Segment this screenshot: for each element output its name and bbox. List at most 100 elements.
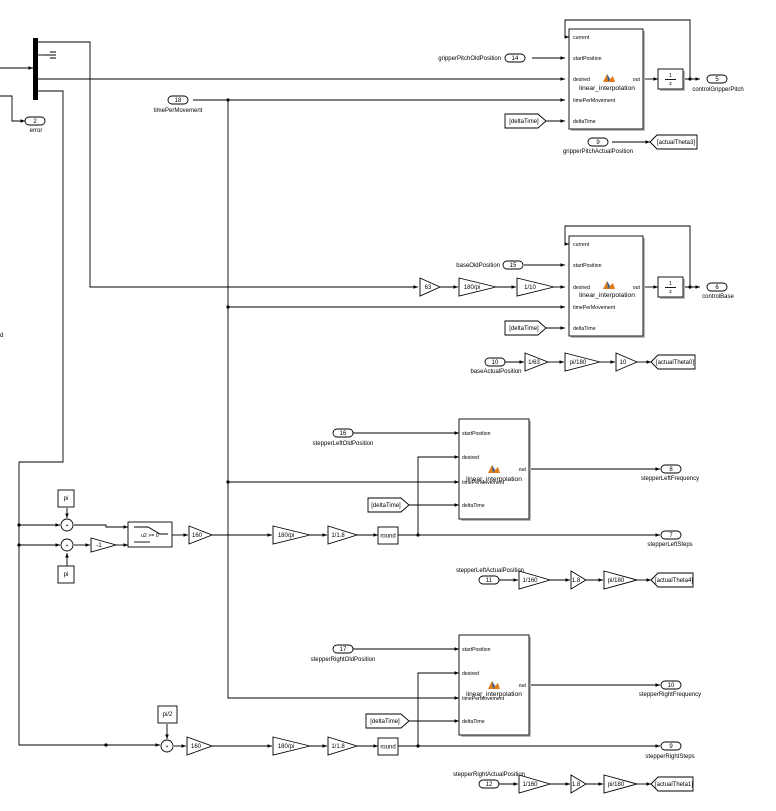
- signal-lines: [0, 19, 700, 786]
- inport-time-per-movement[interactable]: 18 timePerMovement: [154, 95, 203, 114]
- gain-1-over-160-right[interactable]: 1/160: [518, 774, 552, 794]
- from-delta-time-4[interactable]: [deltaTime]: [365, 713, 410, 729]
- inport-label: stepperRightOldPosition: [311, 657, 376, 663]
- gain-minus-one[interactable]: -1: [90, 537, 118, 553]
- constant-pi-over-2[interactable]: pi/2: [157, 705, 178, 724]
- function-title: linear_interpolation: [579, 292, 635, 299]
- svg-text:14: 14: [512, 56, 519, 62]
- inport-stepper-right-actual-position[interactable]: 12 stepperRightActualPosition: [453, 772, 525, 789]
- outport-stepper-left-frequency[interactable]: 8 stepperLeftFrequency: [641, 464, 699, 482]
- svg-text:[deltaTime]: [deltaTime]: [509, 119, 539, 125]
- gain-1-over-1-8-left[interactable]: 1/1.8: [327, 525, 359, 545]
- gain-1-over-63[interactable]: 1/63: [524, 352, 550, 372]
- from-delta-time-1[interactable]: [deltaTime]: [504, 113, 547, 129]
- svg-text:[deltaTime]: [deltaTime]: [509, 326, 539, 332]
- outport-stepper-right-steps[interactable]: 9 stepperRightSteps: [645, 741, 695, 760]
- outport-control-base[interactable]: 6 controlBase: [702, 282, 735, 300]
- gain-180-over-pi-left[interactable]: 180/pi: [272, 525, 311, 545]
- goto-actual-theta4[interactable]: [actualTheta4]: [650, 572, 694, 588]
- demux-bar[interactable]: [33, 38, 38, 100]
- svg-text:15: 15: [510, 263, 517, 269]
- linear-interpolation-base[interactable]: current startPosition desired timePerMov…: [568, 235, 645, 338]
- outport-stepper-right-frequency[interactable]: 10 stepperRightFrequency: [639, 680, 701, 698]
- gain-1-8-right[interactable]: 1.8: [570, 774, 587, 794]
- gain-160-left[interactable]: 160: [188, 525, 214, 545]
- gain-160-right[interactable]: 160: [186, 736, 214, 756]
- svg-text:desired: desired: [462, 671, 479, 677]
- from-delta-time-2[interactable]: [deltaTime]: [504, 320, 547, 336]
- svg-text:1: 1: [669, 73, 672, 79]
- outport-label: stepperRightFrequency: [639, 692, 701, 698]
- goto-actual-theta0[interactable]: [actualTheta0]: [650, 354, 696, 370]
- matlab-function-icon: [603, 281, 615, 289]
- svg-text:+: +: [65, 523, 68, 529]
- svg-text:round: round: [380, 534, 395, 540]
- svg-text:[deltaTime]: [deltaTime]: [370, 719, 400, 725]
- round-block-left[interactable]: round: [377, 526, 399, 545]
- function-title: linear_interpolation: [466, 476, 522, 483]
- outport-label: stepperLeftFrequency: [641, 476, 699, 482]
- inport-label: gripperPitchActualPosition: [563, 149, 633, 155]
- svg-text:1/160: 1/160: [522, 782, 538, 788]
- gain-180-over-pi-base[interactable]: 180/pi: [458, 277, 497, 297]
- edge-label: d: [0, 333, 3, 339]
- goto-actual-theta3[interactable]: [actualTheta3]: [649, 134, 698, 150]
- sum-block-right[interactable]: +: [160, 739, 174, 753]
- gain-pi-over-180-left[interactable]: pi/180: [603, 570, 639, 590]
- svg-text:desired: desired: [573, 77, 590, 83]
- goto-actual-theta1[interactable]: [actualTheta1]: [650, 776, 694, 792]
- svg-text:8: 8: [669, 467, 673, 473]
- svg-text:pi/180: pi/180: [608, 782, 625, 788]
- inport-base-actual-position[interactable]: 10 baseActualPosition: [470, 357, 522, 375]
- svg-text:out: out: [519, 683, 527, 689]
- gain-180-over-pi-right[interactable]: 180/pi: [272, 736, 311, 756]
- inport-stepper-left-actual-position[interactable]: 11 stepperLeftActualPosition: [456, 568, 524, 585]
- gain-pi-over-180-right[interactable]: pi/180: [603, 774, 639, 794]
- inport-stepper-right-old-position[interactable]: 17 stepperRightOldPosition: [311, 644, 376, 663]
- function-title: linear_interpolation: [579, 85, 635, 92]
- svg-text:out: out: [633, 285, 641, 291]
- gain-pi-over-180-base[interactable]: pi/180: [564, 352, 601, 372]
- svg-text:11: 11: [486, 578, 493, 584]
- sum-block-bottom[interactable]: +: [60, 538, 74, 552]
- svg-text:deltaTime: deltaTime: [573, 326, 596, 332]
- svg-text:1/63: 1/63: [528, 360, 540, 366]
- inport-label: baseOldPosition: [456, 263, 500, 269]
- svg-text:round: round: [380, 745, 395, 751]
- gain-63[interactable]: 63: [419, 277, 442, 297]
- outport-control-gripper-pitch[interactable]: 5 controlGripperPitch: [692, 74, 744, 93]
- outport-stepper-left-steps[interactable]: 7 stepperLeftSteps: [647, 530, 693, 548]
- svg-text:deltaTime: deltaTime: [462, 503, 485, 509]
- svg-text:startPosition: startPosition: [573, 263, 602, 269]
- inport-label: gripperPitchOldPosition: [438, 56, 501, 62]
- svg-text:160: 160: [192, 533, 203, 539]
- svg-text:1.8: 1.8: [572, 578, 581, 584]
- svg-text:2: 2: [33, 119, 37, 125]
- round-block-right[interactable]: round: [377, 737, 399, 756]
- svg-text:180/pi: 180/pi: [464, 285, 480, 291]
- inport-stepper-left-old-position[interactable]: 16 stepperLeftOldPosition: [313, 428, 374, 447]
- switch-block[interactable]: u2 >= 0: [127, 521, 173, 548]
- gain-10[interactable]: 10: [615, 352, 639, 372]
- gain-1-over-10[interactable]: 1/10: [516, 277, 555, 297]
- svg-text:1/1.8: 1/1.8: [331, 744, 345, 750]
- inport-label: stepperRightActualPosition: [453, 772, 525, 778]
- gain-1-over-160-left[interactable]: 1/160: [518, 570, 552, 590]
- inport-base-old-position[interactable]: 15 baseOldPosition: [456, 260, 524, 270]
- unit-delay-base[interactable]: 1 z: [657, 276, 685, 299]
- svg-text:pi: pi: [64, 496, 69, 502]
- constant-pi-top[interactable]: pi: [57, 489, 75, 508]
- constant-pi-bottom[interactable]: pi: [57, 565, 75, 584]
- unit-delay-gripper-pitch[interactable]: 1 z: [657, 68, 685, 91]
- gain-1-over-1-8-right[interactable]: 1/1.8: [327, 736, 359, 756]
- inport-gripper-pitch-old-position[interactable]: 14 gripperPitchOldPosition: [438, 53, 526, 63]
- svg-text:18: 18: [175, 98, 182, 104]
- svg-text:63: 63: [425, 285, 432, 291]
- gain-1-8-left[interactable]: 1.8: [570, 570, 587, 590]
- outport-error[interactable]: 2 error: [24, 116, 46, 134]
- sum-block-top[interactable]: +: [60, 518, 74, 532]
- from-delta-time-3[interactable]: [deltaTime]: [367, 497, 410, 513]
- inport-gripper-pitch-actual-position[interactable]: 9 gripperPitchActualPosition: [563, 137, 633, 155]
- svg-text:timePerMovement: timePerMovement: [462, 696, 505, 702]
